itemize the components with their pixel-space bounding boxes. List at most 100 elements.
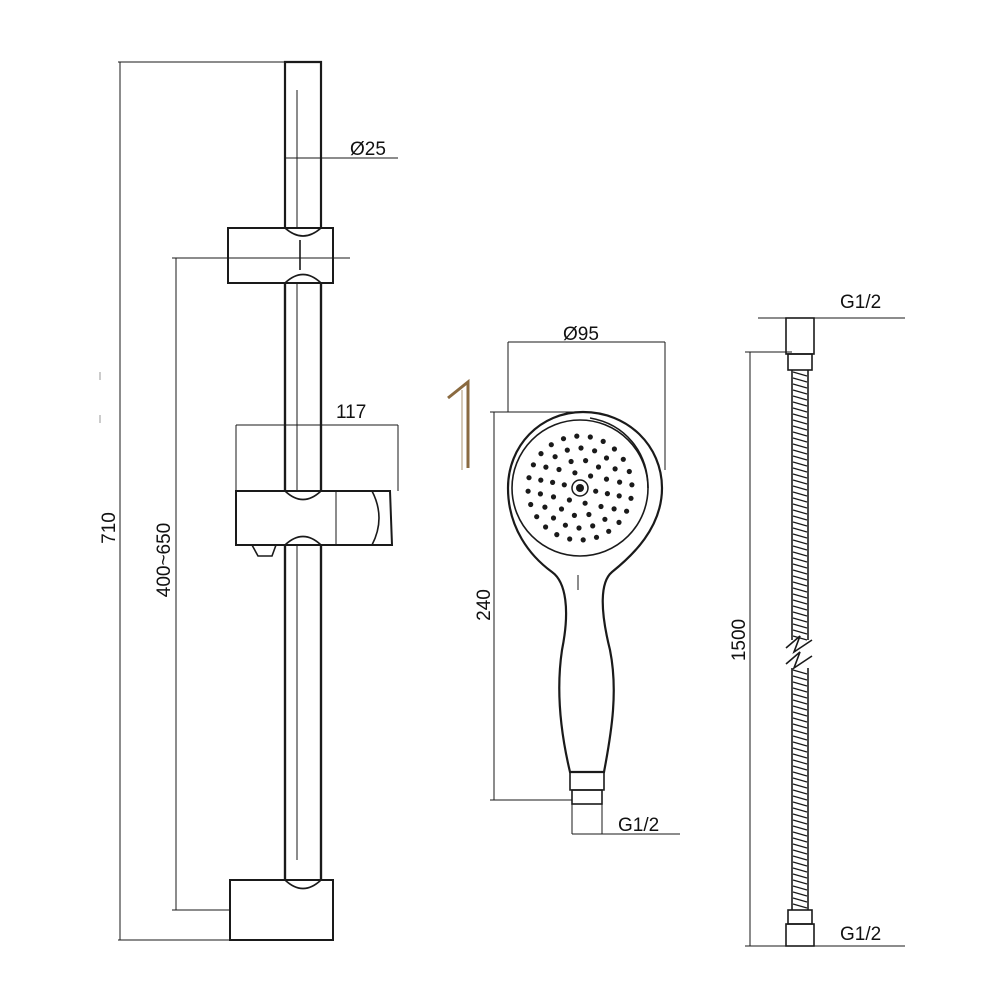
nozzle-dot: [587, 434, 593, 440]
nozzle-dot: [624, 508, 630, 514]
hose-coil: [792, 711, 808, 717]
nozzle-dot: [526, 475, 532, 481]
hose-dimensions: [745, 317, 905, 947]
nozzle-dot: [617, 479, 623, 485]
nozzle-dot: [562, 522, 569, 528]
hose-coil: [792, 371, 808, 377]
nozzle-dot: [602, 516, 608, 522]
hose-coil: [792, 903, 808, 909]
hose-coil: [792, 741, 808, 747]
hose-coil: [792, 563, 808, 569]
hose-length-label: 1500: [729, 619, 750, 661]
hose-coil: [792, 843, 808, 849]
nozzle-dot: [564, 447, 570, 453]
nozzle-dot: [548, 442, 554, 448]
nozzle-dot: [556, 466, 562, 473]
nozzle-dot: [588, 473, 594, 479]
hose-coil: [792, 449, 808, 455]
hose-coil: [792, 485, 808, 491]
hose-coil: [792, 599, 808, 605]
hose-coil: [792, 497, 808, 503]
hose-coil: [792, 735, 808, 741]
nozzle-dot: [598, 503, 604, 510]
nozzle-dot: [604, 491, 611, 497]
hose: [785, 317, 815, 947]
nozzle-dot: [542, 504, 548, 510]
nozzle-dot: [571, 512, 578, 519]
hose-coil: [792, 527, 808, 533]
hose-coil: [792, 581, 808, 587]
nozzle-dot: [611, 446, 618, 452]
hose-coil: [792, 681, 808, 687]
hose-coil: [792, 551, 808, 557]
hose-coil: [792, 723, 808, 729]
hose-coil: [792, 377, 808, 383]
hose-coil: [792, 509, 808, 515]
nozzle-dot: [612, 466, 618, 472]
hose-coil: [792, 545, 808, 551]
hose-coil: [792, 407, 808, 413]
hose-coil: [792, 819, 808, 825]
nozzle-dot: [606, 528, 612, 534]
nozzle-dot: [576, 484, 584, 492]
nozzle-dot: [537, 491, 544, 497]
nozzle-dot: [593, 488, 599, 494]
nozzle-dot: [568, 458, 574, 465]
hose-coil: [792, 837, 808, 843]
hose-coil: [792, 521, 808, 527]
hose-coil: [792, 467, 808, 473]
nozzle-dot: [603, 455, 610, 461]
head-diameter-label: Ø95: [563, 324, 599, 345]
nozzle-dot: [629, 482, 635, 488]
hose-coil: [792, 569, 808, 575]
hose-coil: [792, 669, 808, 675]
hose-coil: [792, 699, 808, 705]
nozzle-dot: [593, 534, 600, 540]
nozzle-dot: [534, 514, 540, 520]
hose-coil: [792, 825, 808, 831]
hose-coil: [792, 401, 808, 407]
hose-coil: [792, 389, 808, 395]
hose-coil: [792, 431, 808, 437]
hose-coil: [792, 795, 808, 801]
rail-length-label: 710: [99, 512, 120, 544]
hose-coil: [792, 491, 808, 497]
nozzle-dot: [576, 525, 582, 531]
hose-coil: [792, 533, 808, 539]
nozzle-dot: [620, 456, 626, 462]
slide-rail: [227, 60, 394, 941]
hose-coil: [792, 867, 808, 873]
nozzle-dot: [543, 464, 549, 470]
hose-coil: [792, 813, 808, 819]
hose-coil: [792, 693, 808, 699]
hose-coil: [792, 861, 808, 867]
hose-coil: [792, 623, 808, 629]
hose-coil: [792, 891, 808, 897]
hose-coil: [792, 413, 808, 419]
nozzle-dot: [586, 511, 592, 518]
nozzle-dot: [582, 500, 588, 506]
nozzle-dot: [538, 451, 544, 457]
hose-coil: [792, 461, 808, 467]
nozzle-dot: [578, 445, 584, 451]
decorative-mark: [447, 378, 470, 468]
nozzle-dot: [525, 488, 531, 494]
nozzle-dot: [550, 494, 557, 500]
hose-coil: [792, 473, 808, 479]
hose-coil: [792, 479, 808, 485]
nozzle-dot: [611, 506, 617, 512]
nozzle-dot: [530, 462, 537, 468]
nozzle-dot: [592, 448, 598, 454]
hose-coil: [792, 575, 808, 581]
hose-coil: [792, 419, 808, 425]
hose-coil: [792, 675, 808, 681]
nozzle-dot: [583, 458, 589, 464]
hose-coil: [792, 873, 808, 879]
nozzle-dot: [580, 537, 586, 543]
hose-coil: [792, 539, 808, 545]
hose-coil: [792, 611, 808, 617]
nozzle-dot: [616, 493, 622, 499]
handset-thread-label: G1/2: [618, 815, 659, 836]
rail-dimensions: [99, 61, 399, 941]
hose-coil: [792, 705, 808, 711]
